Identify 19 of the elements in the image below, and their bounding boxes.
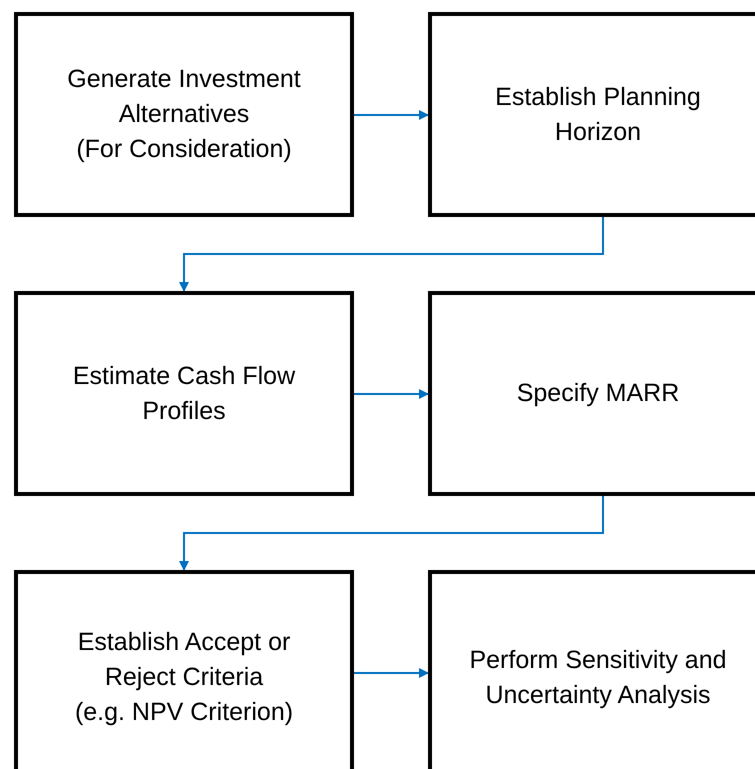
arrow xyxy=(354,110,429,120)
process-label: Establish Accept or Reject Criteria xyxy=(76,627,292,693)
process-box xyxy=(14,570,354,769)
process-label: Estimate Cash Flow Profiles xyxy=(72,360,296,426)
arrow xyxy=(179,496,604,571)
process-box xyxy=(428,291,755,496)
process-label: Specify MARR xyxy=(516,378,680,409)
process-box xyxy=(428,570,755,769)
process-label: (e.g. NPV Criterion) xyxy=(74,697,294,728)
arrow xyxy=(354,389,429,399)
process-box xyxy=(428,12,755,217)
process-label: Perform Sensitivity and Uncertainty Analysis xyxy=(468,644,728,710)
process-label: (For Consideration) xyxy=(76,134,292,165)
process-box xyxy=(14,291,354,496)
process-label: Establish Planning Horizon xyxy=(494,82,702,148)
process-box xyxy=(14,12,354,217)
arrow xyxy=(354,668,429,678)
process-label: Generate Investment Alternatives xyxy=(66,64,302,130)
arrow xyxy=(179,217,604,292)
